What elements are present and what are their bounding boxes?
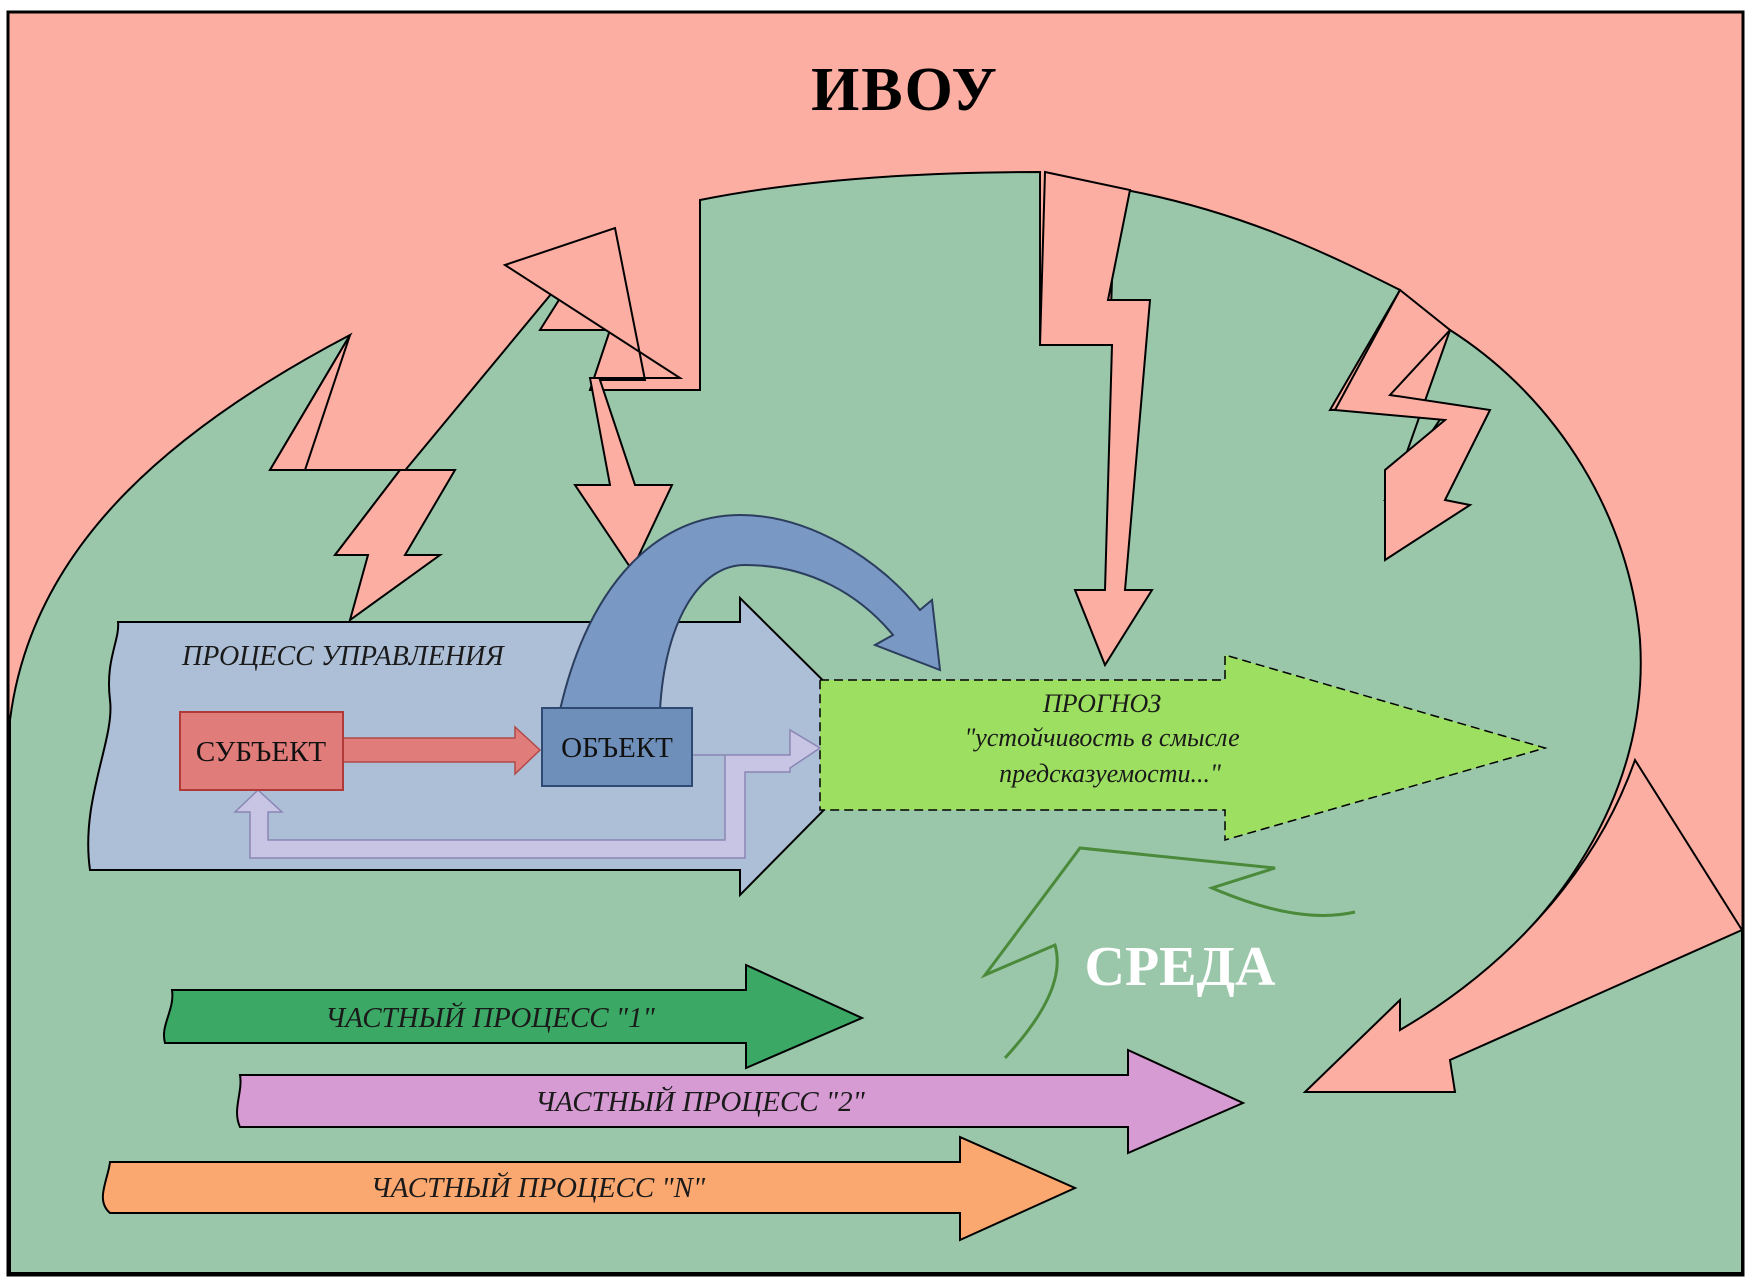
forecast-arrow xyxy=(819,654,1548,841)
subject-box xyxy=(179,711,344,791)
influence-arrow-4 xyxy=(1333,288,1492,562)
environment-label: СРЕДА xyxy=(1085,936,1277,998)
influence-arrow-2 xyxy=(502,226,684,573)
influence-arrow-3 xyxy=(1038,170,1154,668)
forecast-line-2: предсказуемости..." xyxy=(999,759,1221,788)
partial-process-2-label: ЧАСТНЫЙ ПРОЦЕСС "2" xyxy=(535,1085,865,1118)
feedback-arrow xyxy=(233,728,822,859)
partial-process-2-arrow xyxy=(236,1048,1246,1155)
partial-process-1-label: ЧАСТНЫЙ ПРОЦЕСС "1" xyxy=(325,1001,655,1034)
forecast-heading: ПРОГНОЗ xyxy=(1042,689,1161,718)
partial-process-n-label: ЧАСТНЫЙ ПРОЦЕСС "N" xyxy=(371,1171,706,1204)
curved-influence-arrow xyxy=(558,513,942,711)
partial-process-1-arrow xyxy=(162,963,865,1070)
partial-process-n-arrow xyxy=(101,1135,1078,1242)
subject-to-object-arrow xyxy=(341,725,542,776)
subject-label: СУБЪЕКТ xyxy=(196,736,327,768)
influence-arrow-1 xyxy=(268,334,457,623)
control-process-label: ПРОЦЕСС УПРАВЛЕНИЯ xyxy=(181,641,505,672)
object-label: ОБЪЕКТ xyxy=(561,732,673,764)
influence-arrow-6 xyxy=(1302,757,1744,1093)
environment-lightning-outline xyxy=(980,846,1356,1060)
object-box xyxy=(541,707,693,787)
forecast-line-1: "устойчивость в смысле xyxy=(964,723,1239,752)
diagram-title: ИВОУ xyxy=(811,56,999,124)
